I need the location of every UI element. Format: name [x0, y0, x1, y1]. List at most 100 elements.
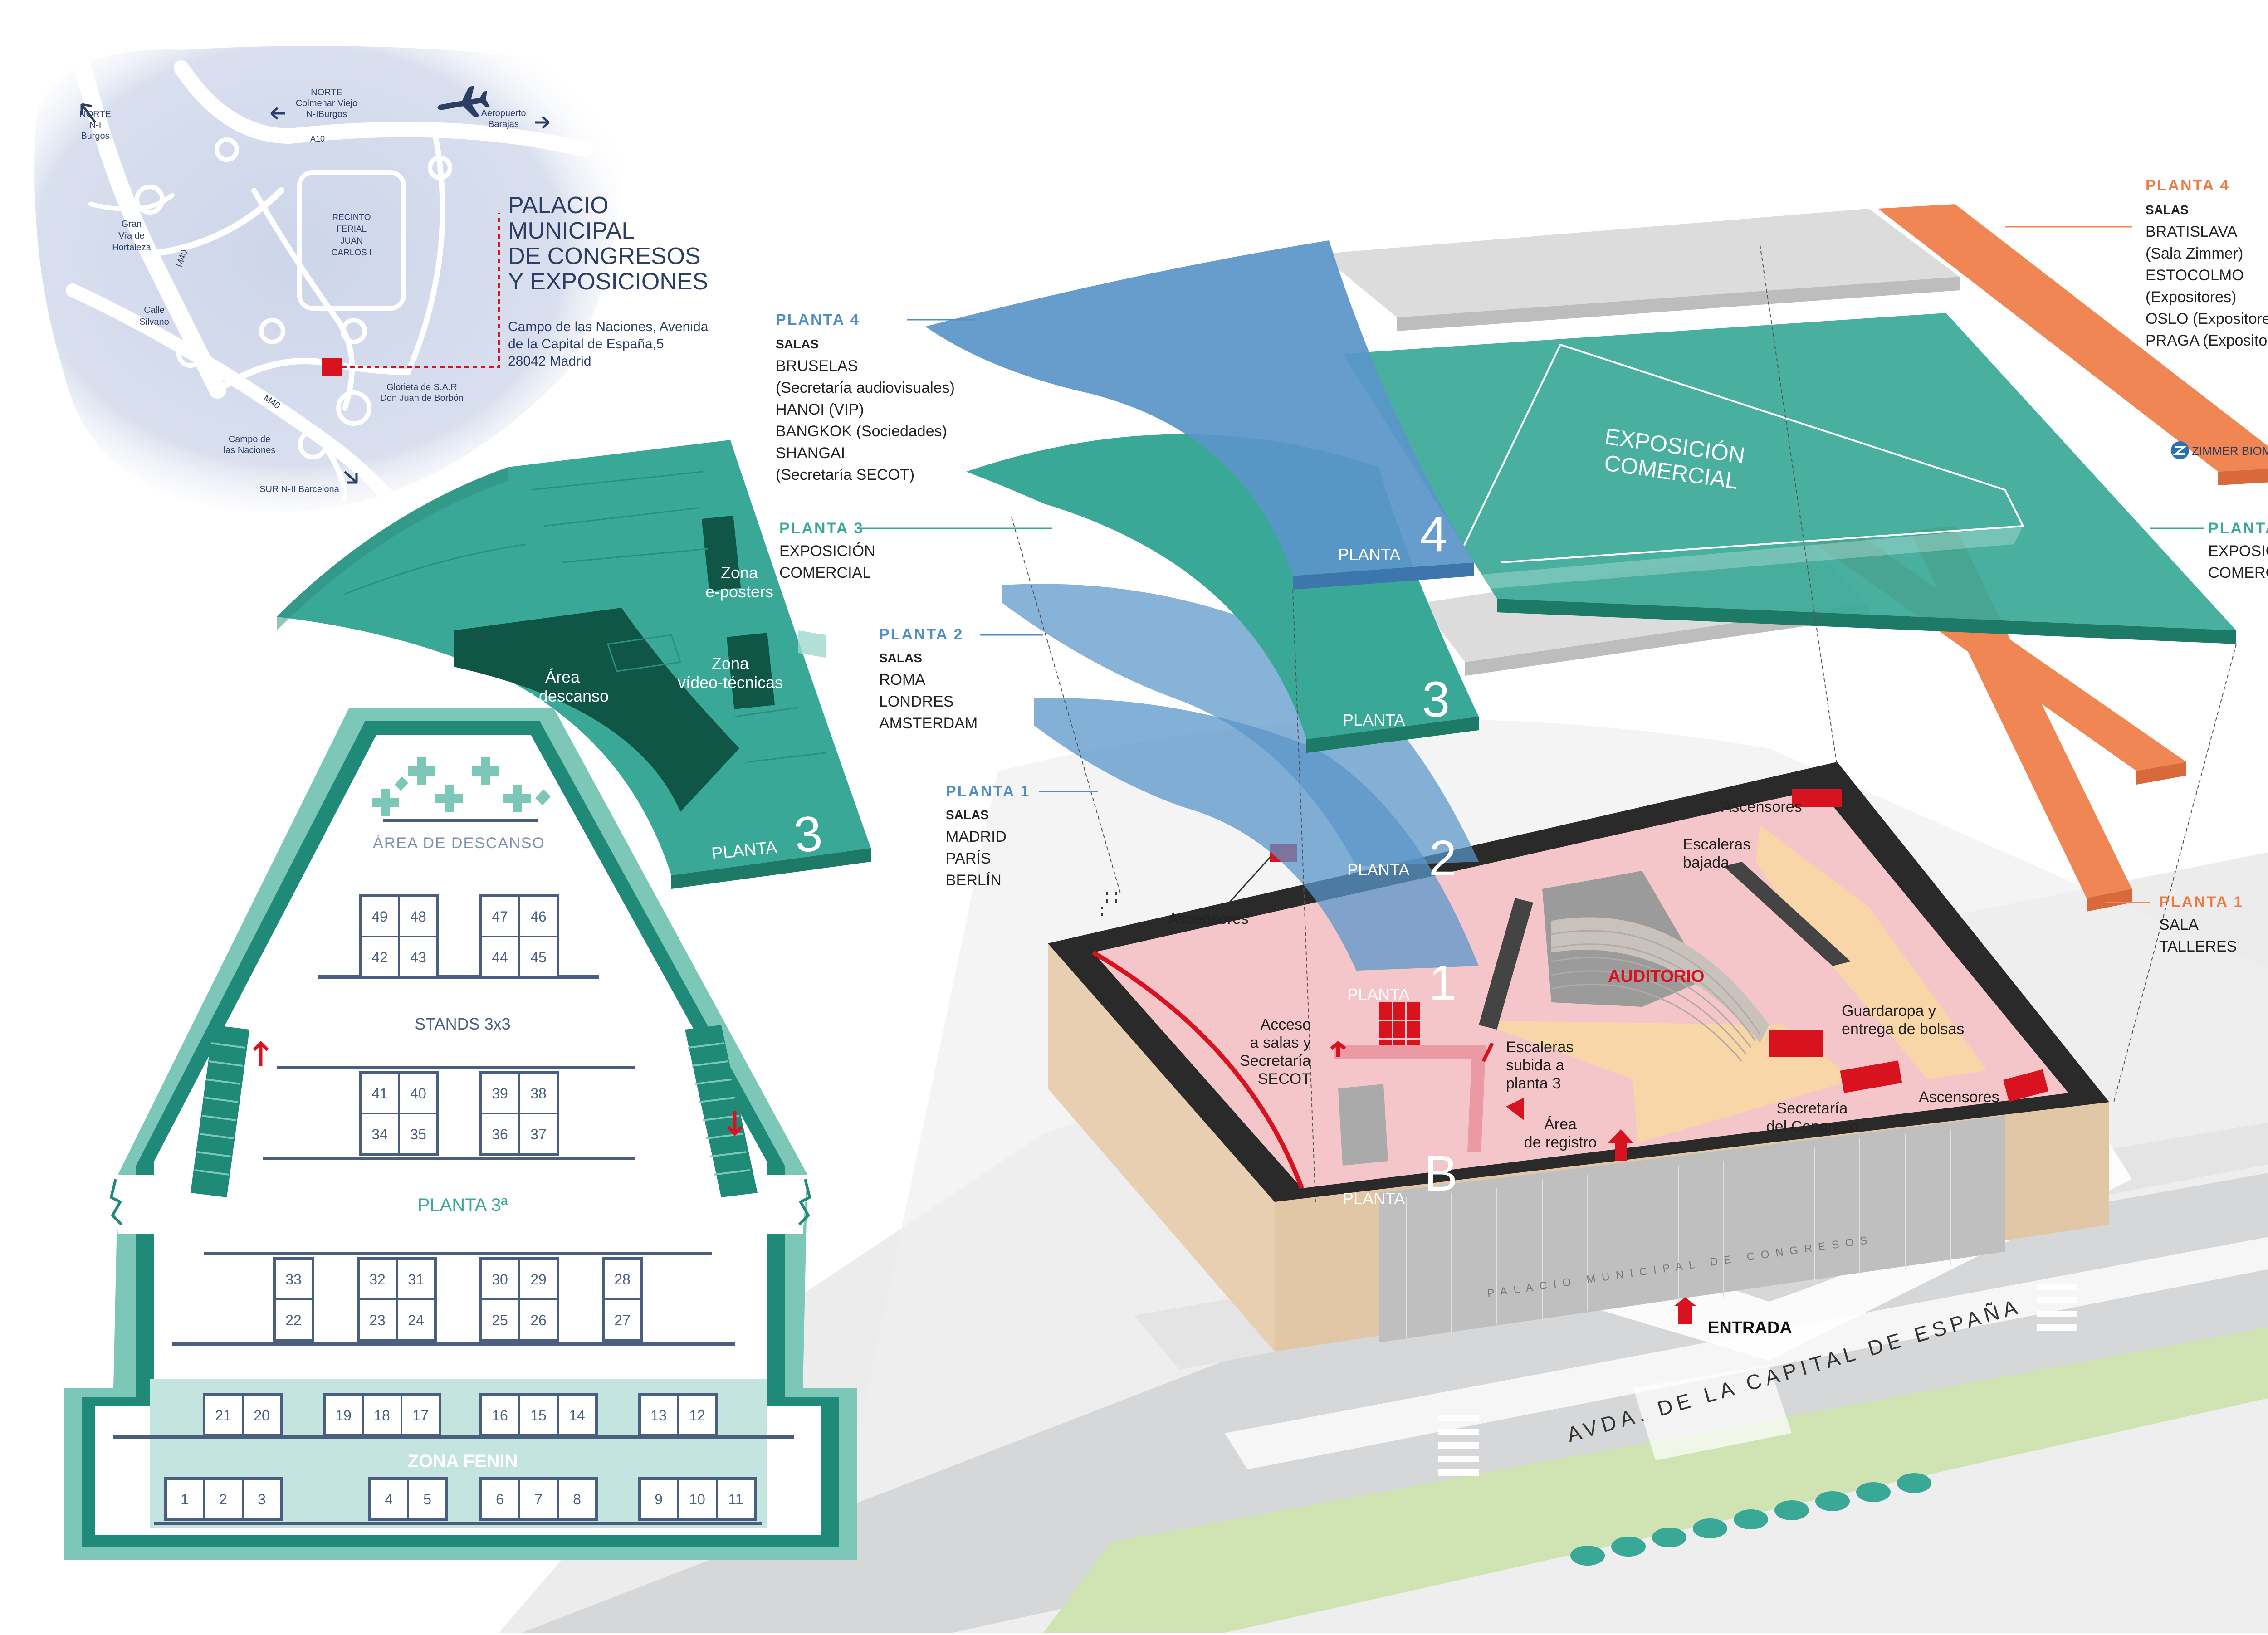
legend-right-p4-salas: SALAS	[2146, 203, 2189, 217]
floor1-planta: PLANTA	[1347, 985, 1409, 1004]
stand-block-n: 4 5	[368, 1477, 448, 1521]
floor3-number: 3	[1422, 672, 1450, 727]
stand-24: 24	[408, 1312, 424, 1328]
stand-block-k: 16 15 14	[479, 1393, 598, 1437]
zona-fenin-label: ZONA FENIN	[408, 1451, 518, 1471]
stand-15: 15	[530, 1407, 547, 1424]
stand-2: 2	[219, 1491, 227, 1508]
stand-rows	[113, 819, 794, 1525]
crosswalk-left	[1438, 1415, 1479, 1476]
stand-6: 6	[496, 1491, 504, 1508]
stand-20: 20	[254, 1407, 270, 1424]
airplane-icon	[437, 86, 490, 117]
stand-46: 46	[530, 908, 547, 925]
stand-17: 17	[412, 1407, 429, 1424]
tree-row	[1570, 1473, 1931, 1566]
auditorio-label: AUDITORIO	[1608, 967, 1705, 986]
floor4-slab: PLANTA 4	[925, 240, 1474, 590]
ascensores-top-label: Ascensores	[1721, 798, 1802, 815]
legend-p2-title: PLANTA 2	[879, 626, 963, 643]
stair-right	[685, 1025, 758, 1197]
stand-44: 44	[492, 949, 508, 966]
floor4-number: 4	[1420, 506, 1447, 562]
stand-8: 8	[573, 1491, 581, 1508]
callout-lines	[857, 226, 2204, 903]
stand-38: 38	[530, 1085, 547, 1102]
stand-47: 47	[492, 908, 508, 925]
legend-p2-salas: SALAS	[879, 651, 922, 665]
stair-left	[191, 1025, 269, 1197]
legend-right-p1-title: PLANTA 1	[2159, 893, 2244, 911]
floor3-planta: PLANTA	[1343, 711, 1405, 729]
stand-30: 30	[492, 1271, 508, 1288]
legend-right-p3-title: PLANTA 3	[2208, 520, 2268, 537]
ascensores-right-label: Ascensores	[1919, 1088, 1999, 1106]
floors-stack-lower: PLANTA 2 PLANTA 1 PLANTA B	[1002, 584, 1479, 1208]
stand-block-d: 39 38 36 37	[479, 1071, 559, 1156]
stands-label: STANDS 3x3	[415, 1015, 510, 1033]
stand-16: 16	[492, 1407, 508, 1424]
stand-block-o: 6 7 8	[479, 1477, 598, 1521]
stand-13: 13	[650, 1407, 667, 1424]
stand-31: 31	[408, 1271, 424, 1288]
roundabouts	[135, 137, 452, 459]
stand-34: 34	[371, 1126, 388, 1142]
legend-p3-title: PLANTA 3	[779, 520, 864, 537]
stand-27: 27	[614, 1312, 631, 1328]
stand-22: 22	[285, 1312, 302, 1328]
floor1-number: 1	[1429, 955, 1457, 1011]
stand-block-b: 47 46 44 45	[479, 894, 559, 979]
recinto-ferial-block	[297, 170, 406, 311]
stand-block-f: 32 31 23 24	[357, 1257, 437, 1342]
stand-32: 32	[369, 1271, 386, 1288]
stand-5: 5	[423, 1491, 431, 1508]
legend-right: PLANTA 4 SALAS BRATISLAVA(Sala Zimmer)ES…	[2146, 177, 2268, 955]
stand-36: 36	[492, 1126, 508, 1142]
leader-lines	[1011, 244, 2237, 1202]
stand-41: 41	[371, 1085, 388, 1102]
stand-block-j: 19 18 17	[323, 1393, 441, 1437]
stands: 49 48 42 43 47 46 44 45 41 40 34	[164, 894, 757, 1521]
planta-3-label: PLANTA 3ª	[418, 1195, 508, 1215]
stand-25: 25	[492, 1312, 508, 1328]
ascensores-left-label: Ascensores	[1168, 910, 1249, 927]
stand-19: 19	[335, 1407, 352, 1424]
legend-right-p4-rooms: BRATISLAVA(Sala Zimmer)ESTOCOLMO(Exposit…	[2146, 223, 2268, 349]
legend-right-p3-rooms: EXPOSICIÓNCOMERCIAL	[2208, 542, 2268, 581]
zimmer-logo-text: ZIMMER BIOMET	[2192, 444, 2268, 458]
stand-33: 33	[285, 1271, 302, 1288]
stand-7: 7	[534, 1491, 543, 1508]
building: PALACIO MUNICIPAL DE CONGRESOS	[1048, 762, 2132, 1361]
floorb-letter: B	[1424, 1146, 1457, 1201]
direction-arrow-icons	[80, 103, 550, 484]
rest-area-furniture	[372, 757, 551, 816]
stand-28: 28	[614, 1271, 631, 1288]
map-road-a10: A10	[310, 134, 325, 143]
stand-9: 9	[655, 1491, 663, 1508]
stand-39: 39	[492, 1085, 508, 1102]
building-labels: Ascensores Ascensores Ascensores Escaler…	[1168, 798, 1999, 1337]
stand-37: 37	[530, 1126, 547, 1142]
stand-3: 3	[258, 1491, 266, 1508]
stand-block-e: 33 22	[273, 1257, 314, 1342]
